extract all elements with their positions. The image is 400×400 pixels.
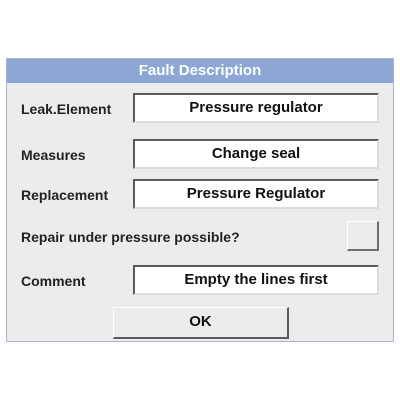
comment-field[interactable]: Empty the lines first: [133, 265, 379, 295]
repair-under-pressure-checkbox[interactable]: [347, 221, 379, 251]
leak-element-field[interactable]: Pressure regulator: [133, 93, 379, 123]
ok-button[interactable]: OK: [113, 307, 289, 339]
repair-under-pressure-label: Repair under pressure possible?: [21, 229, 240, 245]
replacement-label: Replacement: [21, 187, 109, 203]
replacement-field[interactable]: Pressure Regulator: [133, 179, 379, 209]
comment-label: Comment: [21, 273, 86, 289]
measures-label: Measures: [21, 147, 86, 163]
measures-field[interactable]: Change seal: [133, 139, 379, 169]
dialog-title: Fault Description: [7, 59, 393, 83]
fault-description-dialog: Fault Description Leak.Element Pressure …: [6, 58, 394, 342]
leak-element-label: Leak.Element: [21, 101, 112, 117]
